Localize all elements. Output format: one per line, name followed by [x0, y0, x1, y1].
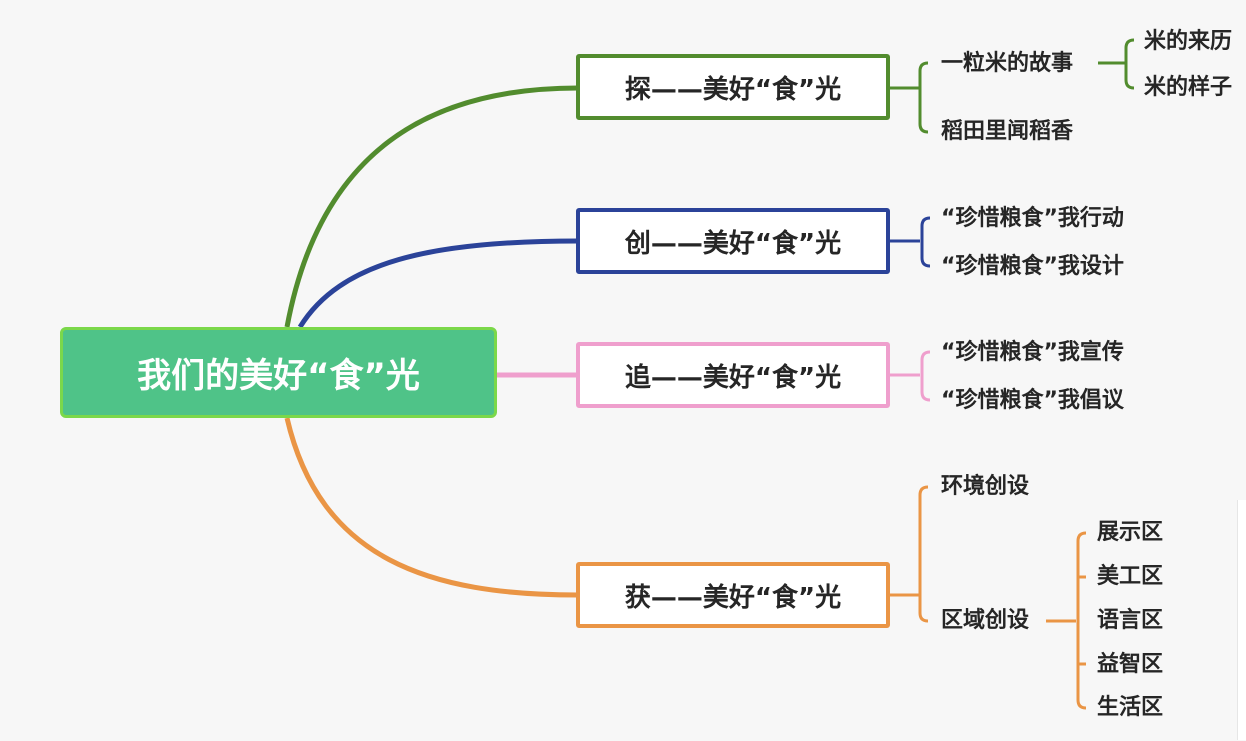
topic-rice-origin[interactable]: 米的来历: [1144, 29, 1233, 54]
connector-chuang: [297, 238, 579, 329]
topic-areas[interactable]: 区域创设: [941, 608, 1030, 633]
area-puzzle[interactable]: 益智区: [1097, 652, 1164, 677]
branch-tan[interactable]: 探——美好“食”光: [576, 54, 890, 120]
topic-rice-look[interactable]: 米的样子: [1144, 75, 1233, 100]
central-topic[interactable]: 我们的美好“食”光: [60, 327, 497, 418]
area-life[interactable]: 生活区: [1097, 695, 1164, 720]
topic-propose[interactable]: “珍惜粮食”我倡议: [941, 388, 1124, 413]
branch-chuang[interactable]: 创——美好“食”光: [576, 208, 890, 274]
topic-action[interactable]: “珍惜粮食”我行动: [941, 206, 1124, 231]
topic-promote[interactable]: “珍惜粮食”我宣传: [941, 340, 1124, 365]
bracket-tan: [890, 38, 1135, 134]
area-language[interactable]: 语言区: [1097, 608, 1164, 633]
bracket-zhui: [890, 350, 931, 402]
connector-tan: [284, 85, 579, 328]
area-art[interactable]: 美工区: [1097, 564, 1164, 589]
topic-design[interactable]: “珍惜粮食”我设计: [941, 254, 1124, 279]
branch-huo[interactable]: 获——美好“食”光: [576, 562, 890, 628]
bracket-huo: [890, 485, 1087, 710]
area-display[interactable]: 展示区: [1097, 520, 1164, 545]
side-panel-edge: [1237, 500, 1246, 740]
topic-rice-story[interactable]: 一粒米的故事: [941, 51, 1074, 76]
connector-huo: [284, 417, 579, 598]
topic-rice-field[interactable]: 稻田里闻稻香: [941, 119, 1074, 144]
branch-zhui[interactable]: 追——美好“食”光: [576, 342, 890, 408]
topic-environment[interactable]: 环境创设: [941, 474, 1030, 499]
bracket-chuang: [890, 216, 931, 268]
